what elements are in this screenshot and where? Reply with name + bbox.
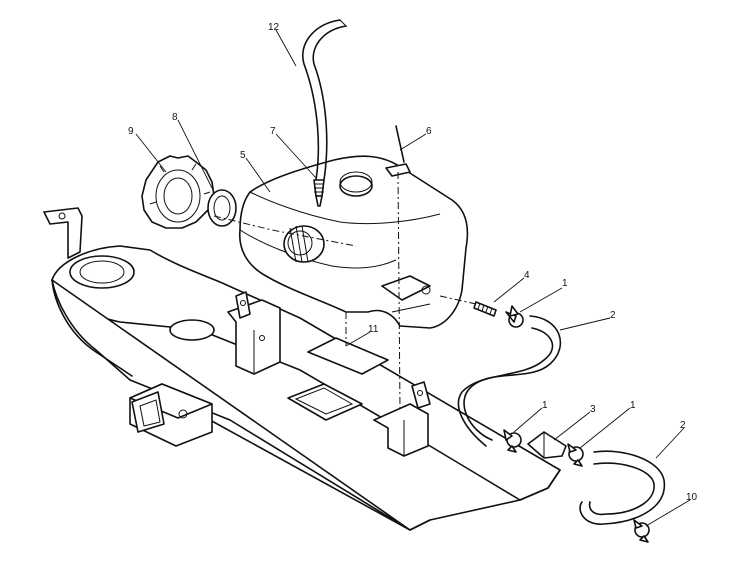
hose-clamp-upper [505, 305, 524, 328]
callout-10: 10 [686, 492, 698, 503]
fuel-tank [239, 155, 469, 329]
callout-1-upper: 1 [562, 278, 568, 289]
tank-fitting [473, 301, 497, 317]
callout-7: 7 [270, 126, 276, 137]
vent-fitting [313, 179, 325, 207]
callout-3: 3 [590, 404, 596, 415]
callout-8: 8 [172, 112, 178, 123]
callout-11: 11 [368, 324, 379, 335]
callout-4: 4 [524, 270, 530, 281]
rear-tank-bracket [373, 381, 431, 457]
assembly-center-lines [213, 171, 477, 411]
frame-crossmember [43, 207, 561, 531]
cap-gasket [207, 189, 237, 227]
tank-pad [307, 337, 389, 375]
fuel-gauge [385, 125, 411, 177]
fuel-filter [527, 431, 567, 459]
callout-9: 9 [128, 126, 134, 137]
callout-2-lower: 2 [680, 420, 686, 431]
hose-clamp-middle [503, 429, 522, 453]
fuel-line-lower [579, 450, 666, 525]
fuel-cap [141, 155, 215, 229]
hose-clamp-end [633, 519, 650, 543]
callout-5: 5 [240, 150, 246, 161]
callout-2-upper: 2 [610, 310, 616, 321]
callout-labels: 12 9 8 7 6 5 4 1 2 11 1 3 1 2 10 [128, 22, 698, 503]
hose-clamp-filter [567, 443, 584, 467]
callout-1-middle: 1 [542, 400, 548, 411]
leader-lines [135, 29, 691, 527]
vent-hose [301, 19, 347, 181]
callout-6: 6 [426, 126, 432, 137]
callout-1-filter: 1 [630, 400, 636, 411]
front-tank-bracket [227, 291, 281, 375]
callout-12: 12 [268, 22, 280, 33]
fuel-line-upper [457, 315, 562, 447]
